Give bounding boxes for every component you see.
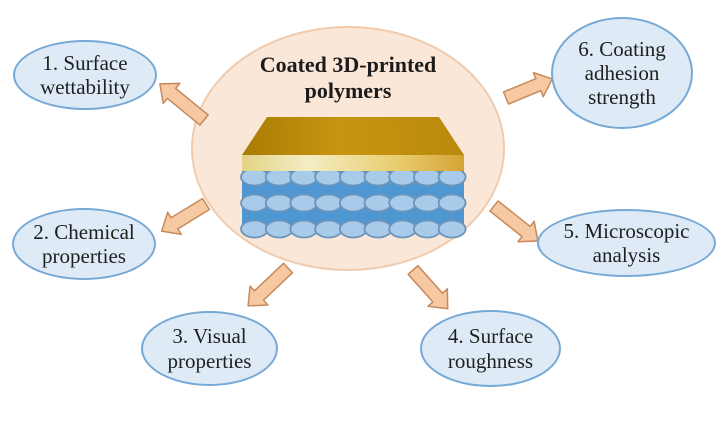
- node-label: 2. Chemical properties: [33, 219, 135, 268]
- polymer-bead: [314, 167, 344, 187]
- coating-front-band: [242, 154, 464, 171]
- polymer-bead: [314, 193, 344, 213]
- polymer-bead: [289, 219, 319, 239]
- polymer-bead: [240, 219, 269, 239]
- polymer-bead: [412, 219, 442, 239]
- polymer-bead: [264, 193, 294, 213]
- polymer-bead: [338, 219, 368, 239]
- polymer-bead: [388, 193, 418, 213]
- node-coating-adhesion-strength: 6. Coating adhesion strength: [551, 17, 693, 129]
- node-chemical-properties: 2. Chemical properties: [12, 208, 156, 280]
- center-title: Coated 3D-printed polymers: [259, 52, 437, 103]
- polymer-bead: [412, 167, 442, 187]
- polymer-bead: [363, 219, 393, 239]
- coated-polymer-stack-icon: [240, 117, 467, 239]
- polymer-bead-rows: [240, 167, 467, 239]
- polymer-bead: [388, 167, 418, 187]
- node-surface-wettability: 1. Surface wettability: [13, 40, 157, 110]
- polymer-bead: [437, 219, 467, 239]
- polymer-bead: [437, 193, 467, 213]
- polymer-bead: [338, 167, 368, 187]
- polymer-bead: [264, 219, 294, 239]
- polymer-bead: [289, 193, 319, 213]
- polymer-bead: [338, 193, 368, 213]
- polymer-bead: [363, 167, 393, 187]
- coating-top-face: [242, 117, 464, 155]
- polymer-bead: [363, 193, 393, 213]
- arrow-to-node-6: [502, 71, 553, 105]
- polymer-bead: [289, 167, 319, 187]
- polymer-bead: [437, 167, 467, 187]
- node-surface-roughness: 4. Surface roughness: [420, 310, 561, 387]
- node-label: 6. Coating adhesion strength: [578, 36, 666, 110]
- polymer-bead: [264, 167, 294, 187]
- polymer-bead: [388, 219, 418, 239]
- polymer-bead: [314, 219, 344, 239]
- node-label: 4. Surface roughness: [447, 324, 534, 373]
- polymer-bead: [412, 193, 442, 213]
- node-microscopic-analysis: 5. Microscopic analysis: [537, 209, 716, 277]
- polymer-bead: [240, 167, 269, 187]
- node-visual-properties: 3. Visual properties: [141, 311, 278, 386]
- node-label: 1. Surface wettability: [40, 50, 130, 99]
- node-label: 3. Visual properties: [167, 324, 252, 373]
- center-ellipse: Coated 3D-printed polymers: [191, 26, 505, 271]
- node-label: 5. Microscopic analysis: [563, 218, 690, 267]
- polymer-bead: [240, 193, 269, 213]
